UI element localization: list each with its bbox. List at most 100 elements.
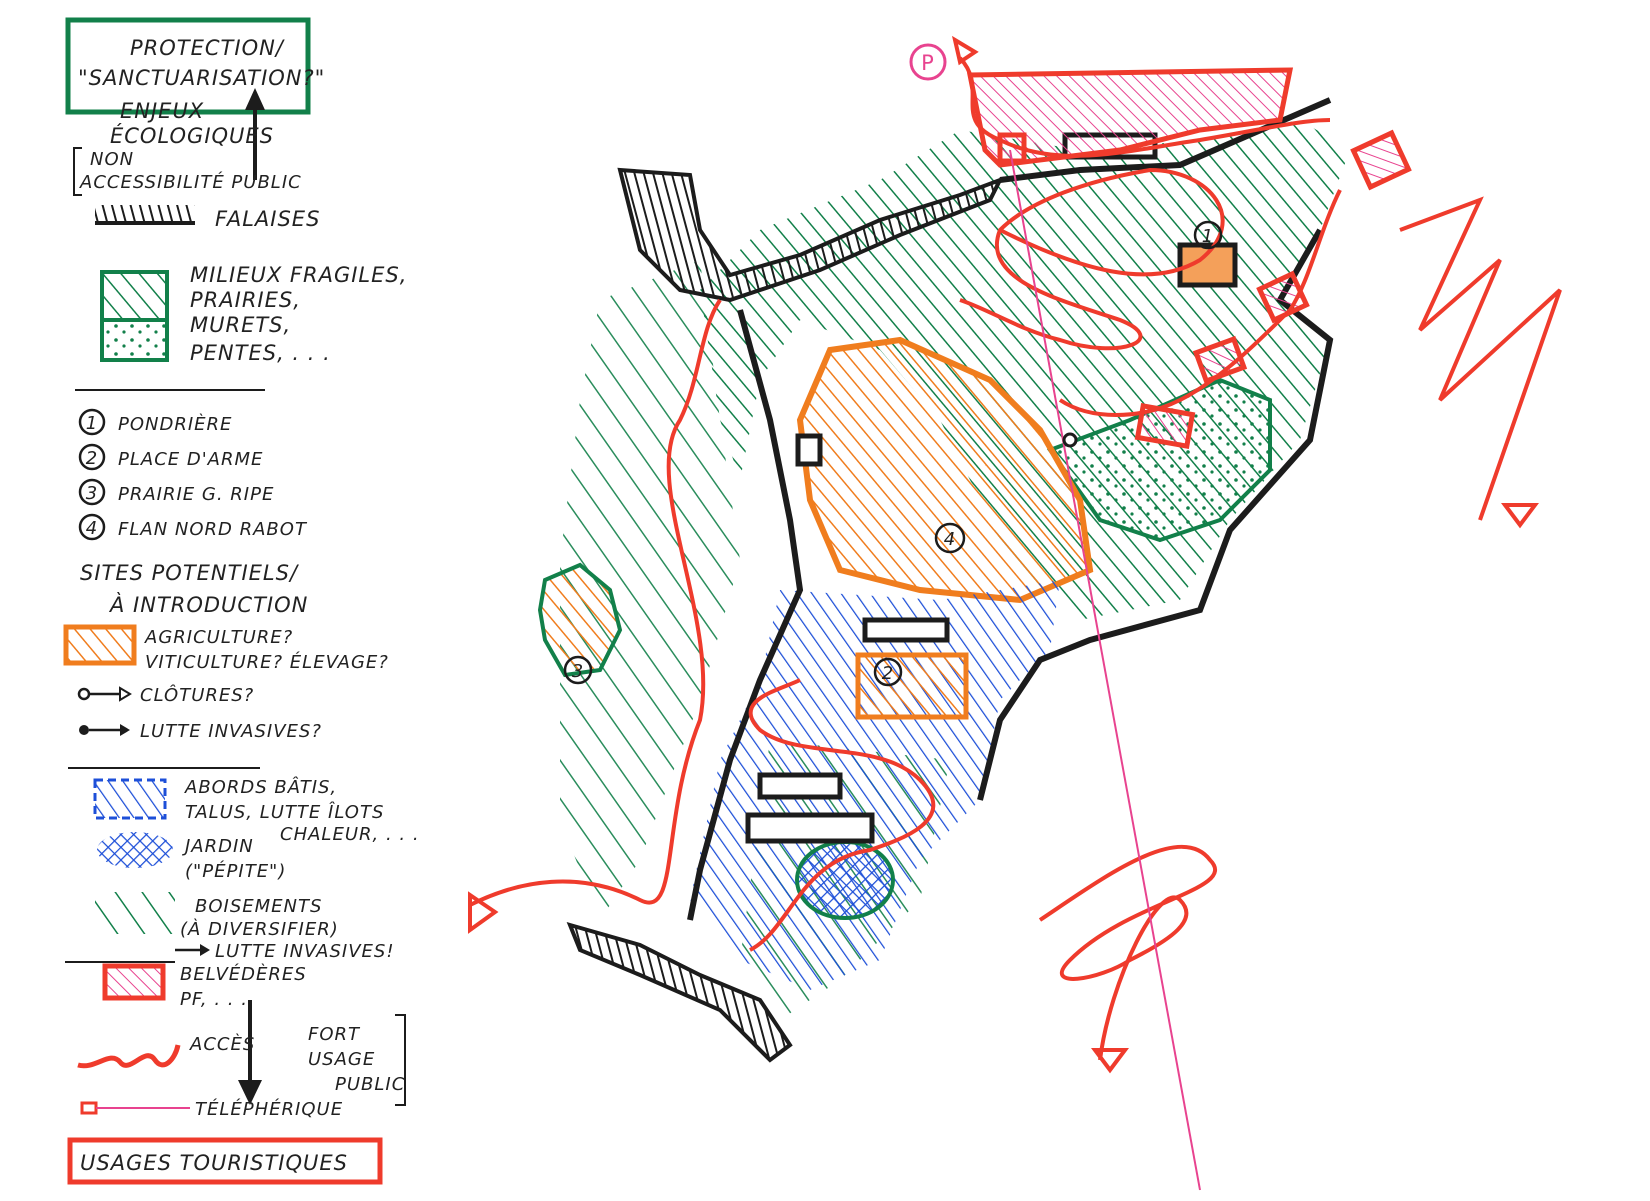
- fort-line2: USAGE: [308, 1049, 375, 1070]
- arrow-southeast: [1091, 1048, 1129, 1074]
- lutte-symbol-dot: [79, 725, 89, 735]
- site-4-marker: [934, 522, 966, 554]
- protection-box: [65, 17, 311, 115]
- fort-line1: FORT: [308, 1024, 361, 1045]
- enjeux-line2: ÉCOLOGIQUES: [110, 123, 274, 148]
- site-1-label: 1: [1202, 226, 1214, 247]
- boisements-swatch: [95, 892, 175, 934]
- arrow-north: [952, 35, 979, 66]
- sites-title-line2: À INTRODUCTION: [108, 592, 308, 617]
- legend-site-2-number: 2: [86, 448, 98, 469]
- jardin-swatch: [97, 832, 173, 868]
- legend-site-4-number: 4: [86, 518, 98, 539]
- parking-label: P: [921, 51, 935, 75]
- site-2-label: 2: [882, 663, 894, 684]
- belvedere: [1350, 129, 1412, 191]
- milieux-swatch-hatch: [100, 270, 169, 322]
- access-route-inner: [959, 167, 1225, 351]
- access-route-west: [469, 298, 722, 907]
- non-line2: ACCESSIBILITÉ PUBLIC: [79, 171, 302, 193]
- building: [757, 772, 843, 800]
- abords-line3: CHALEUR, . . .: [280, 824, 420, 845]
- legend-site-4-marker: [78, 513, 106, 541]
- boisements-arrow-head: [200, 944, 210, 956]
- site-3-label: 3: [572, 661, 584, 682]
- legend-site-2-marker: [78, 443, 106, 471]
- milieux-line4: PENTES, . . .: [190, 341, 331, 365]
- access-route-east: [1399, 196, 1562, 521]
- clotures-symbol-arrow: [119, 686, 132, 702]
- site-1-marker: [1193, 220, 1223, 250]
- site-3-marker: [563, 655, 593, 685]
- fort-bracket: [395, 1014, 406, 1106]
- cable-car-station: [1062, 432, 1078, 448]
- legend-site-2-label: PLACE D'ARME: [118, 449, 263, 470]
- enjeux-line1: ENJEUX: [120, 99, 204, 123]
- telepherique-swatch-station: [80, 1101, 98, 1115]
- boisements-line3: LUTTE INVASIVES!: [215, 941, 395, 962]
- legend: PROTECTION/ "SANCTUARISATION?" ENJEUX ÉC…: [63, 17, 420, 1185]
- building: [795, 433, 823, 467]
- fort-outline: [687, 97, 1334, 921]
- non-line1: NON: [90, 149, 134, 170]
- lutte-symbol-arrow: [120, 724, 130, 736]
- agriculture-swatch: [63, 624, 137, 666]
- cable-car-line: [1009, 149, 1201, 1191]
- agriculture-zone-site-3: [537, 562, 623, 678]
- belvederes-line2: PF, . . .: [180, 989, 248, 1010]
- agriculture-label: AGRICULTURE?: [144, 627, 293, 648]
- protection-subtitle: "SANCTUARISATION?": [78, 66, 325, 90]
- clotures-label: CLÔTURES?: [140, 684, 254, 706]
- building: [862, 617, 950, 643]
- belvederes-line1: BELVÉDÈRES: [180, 963, 307, 985]
- falaises-swatch: [95, 205, 195, 223]
- legend-site-1-number: 1: [86, 413, 98, 434]
- usages-touristiques-box: [67, 1137, 383, 1185]
- boisements-line2: (À DIVERSIFIER): [180, 918, 339, 940]
- abords-line1: ABORDS BÂTIS,: [184, 776, 337, 798]
- lutte-invasives-label: LUTTE INVASIVES?: [140, 721, 322, 742]
- arrow-east: [1501, 503, 1539, 529]
- building: [745, 812, 875, 844]
- protection-title: PROTECTION/: [130, 36, 285, 60]
- legend-site-4-label: FLAN NORD RABOT: [118, 519, 308, 540]
- usages-touristiques-label: USAGES TOURISTIQUES: [80, 1151, 348, 1175]
- belvedere: [1134, 403, 1196, 449]
- non-bracket: [73, 147, 82, 196]
- abords-line2: TALUS, LUTTE ÎLOTS: [185, 801, 384, 823]
- legend-site-3-marker: [78, 478, 106, 506]
- access-route-southeast: [1038, 845, 1218, 1061]
- legend-site-1-marker: [78, 408, 106, 436]
- fort-arrow-head: [238, 1080, 262, 1105]
- legend-site-1-label: PONDRIÈRE: [118, 413, 232, 435]
- acces-swatch: [77, 1044, 181, 1069]
- map-area: P 1 2 3 4: [468, 35, 1562, 1191]
- milieux-line1: MILIEUX FRAGILES,: [190, 263, 407, 287]
- acces-label: ACCÈS: [189, 1033, 255, 1055]
- milieux-line3: MURETS,: [190, 313, 291, 337]
- falaises-label: FALAISES: [215, 207, 320, 231]
- protection-arrow-head: [245, 88, 265, 110]
- abords-swatch: [93, 778, 167, 820]
- legend-site-3-label: PRAIRIE G. RIPE: [118, 484, 274, 505]
- arrow-west: [468, 891, 499, 934]
- belvedere: [1192, 335, 1248, 385]
- parking-marker: [909, 43, 947, 81]
- belvedere-north: [966, 67, 1294, 168]
- belvederes-swatch: [102, 963, 166, 1001]
- jardin-line1: JARDIN: [182, 836, 254, 857]
- boisements-line1: BOISEMENTS: [195, 896, 322, 917]
- agriculture-zone-site-2: [855, 652, 969, 720]
- woodland-zone: [560, 260, 740, 920]
- cliff-south: [566, 921, 793, 1063]
- fort-line3: PUBLIC: [335, 1074, 405, 1095]
- site-4-label: 4: [944, 529, 956, 550]
- telepherique-label: TÉLÉPHÉRIQUE: [195, 1098, 343, 1120]
- clotures-symbol-dot: [77, 687, 91, 701]
- milieux-swatch-dots: [100, 318, 169, 362]
- legend-site-3-number: 3: [86, 483, 98, 504]
- milieux-line2: PRAIRIES,: [190, 288, 301, 312]
- site-2-marker: [873, 657, 903, 687]
- viticulture-label: VITICULTURE? ÉLEVAGE?: [145, 651, 389, 673]
